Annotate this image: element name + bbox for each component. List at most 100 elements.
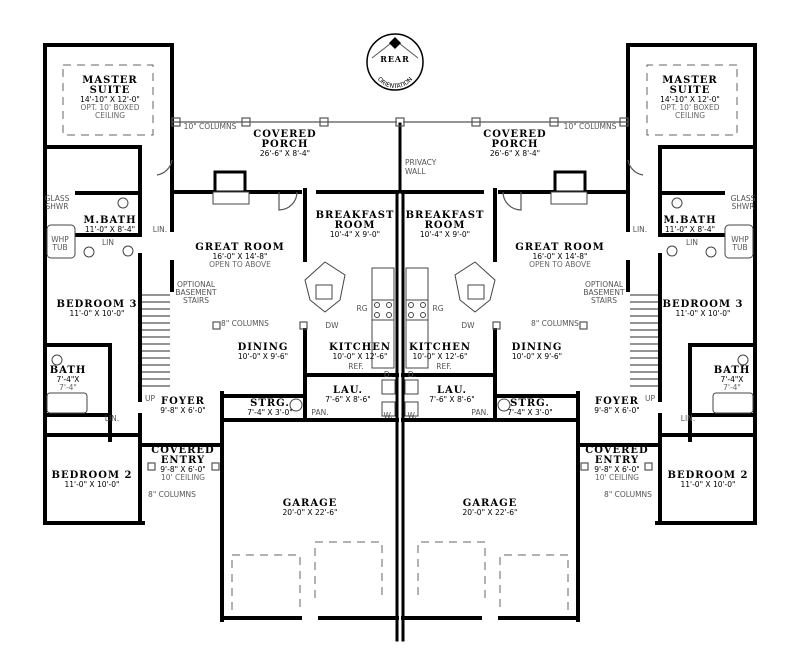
fireplace-icon (553, 170, 587, 194)
garage-door-outline (499, 554, 569, 610)
great-room-dimensions: 16'-0" X 14'-8" (533, 252, 588, 261)
compass-label: REAR (380, 54, 410, 64)
column (299, 321, 308, 330)
garage-door-outline (417, 541, 486, 598)
columns-10-label: 10" COLUMNS (564, 122, 617, 131)
basement-stairs-label: OPTIONAL (177, 280, 216, 289)
whp-tub-label: WHP (51, 235, 69, 244)
bedroom-2-dimensions: 11'-0" X 10'-0" (681, 480, 736, 489)
kitchen-dimensions: 10'-0" X 12'-6" (333, 352, 388, 361)
master-suite-note: CEILING (95, 111, 125, 120)
bath-note: 7'-4" (59, 383, 77, 392)
great-room-name: GREAT ROOM (195, 242, 284, 253)
covered-porch-name: PORCH (492, 139, 539, 150)
storage-dimensions: 7'-4" X 3'-0" (507, 408, 552, 417)
columns-8-great-label: 8" COLUMNS (531, 319, 579, 328)
laundry-dimensions: 7'-6" X 8'-6" (429, 395, 474, 404)
dryer-label: D. (408, 370, 416, 379)
column (147, 462, 156, 471)
glass-shwr-label: GLASS (45, 194, 70, 203)
burner (420, 312, 426, 318)
compass-icon: REAR ORIENTATION (366, 33, 424, 91)
covered-porch-name: PORCH (262, 139, 309, 150)
whp-tub-label: TUB (51, 243, 67, 252)
bedroom-3-name: BEDROOM 3 (663, 299, 744, 310)
washer-label: W. (384, 411, 393, 420)
water-heater-icon (289, 398, 303, 412)
burner (386, 312, 392, 318)
covered-entry-note: 10' CEILING (595, 473, 639, 482)
column (644, 462, 653, 471)
breakfast-room-name: BREAKFAST (316, 210, 395, 221)
burner (408, 312, 414, 318)
covered-entry-dimensions: 9'-8" X 6'-0" (160, 465, 205, 474)
burner (374, 312, 380, 318)
master-suite-note: OPT. 10' BOXED (81, 103, 140, 112)
covered-entry-name: COVERED (585, 445, 648, 456)
m-bath-name: M.BATH (663, 215, 716, 226)
bedroom-2-name: BEDROOM 2 (668, 470, 749, 481)
master-suite-dimensions: 14'-10" X 12'-0" (80, 95, 140, 104)
master-suite-name: MASTER (82, 75, 137, 86)
lin-mbath-label: LIN (102, 238, 114, 247)
foyer-dimensions: 9'-8" X 6'-0" (160, 406, 205, 415)
privacy-wall-label: PRIVACY (405, 158, 437, 167)
column (579, 321, 588, 330)
covered-porch-dimensions: 26'-6" X 8'-4" (490, 149, 540, 158)
column (619, 117, 629, 127)
garage-name: GARAGE (463, 498, 518, 509)
dryer-label: D. (384, 370, 392, 379)
lin-bath-label: LIN. (105, 414, 119, 423)
lin-mbath-label: LIN (686, 238, 698, 247)
wall (626, 43, 757, 149)
foyer-name: FOYER (595, 396, 639, 407)
door-swing (156, 159, 173, 176)
fireplace-icon (213, 170, 247, 194)
bedroom-3-name: BEDROOM 3 (57, 299, 138, 310)
garage-dimensions: 20'-0" X 22'-6" (283, 508, 338, 517)
sink-icon (671, 197, 683, 209)
range-label: RG (432, 304, 443, 313)
great-room-name: GREAT ROOM (515, 242, 604, 253)
garage-door-outline (231, 554, 301, 610)
glass-shwr-label: SHWR (731, 202, 754, 211)
left-unit-walls (43, 43, 399, 622)
covered-entry-note: 10' CEILING (161, 473, 205, 482)
washer-icon (381, 401, 396, 417)
up-label: UP (145, 394, 155, 403)
covered-entry-name: ENTRY (161, 455, 205, 466)
covered-entry-name: ENTRY (595, 455, 639, 466)
laundry-dimensions: 7'-6" X 8'-6" (325, 395, 370, 404)
bath-dimensions: 7'-4"X (57, 375, 80, 384)
laundry-name: LAU. (333, 385, 363, 396)
great-room-note: OPEN TO ABOVE (529, 260, 591, 269)
whirlpool-tub-icon (46, 224, 76, 259)
lin-hall-label: LIN. (633, 225, 647, 234)
covered-porch-name: COVERED (483, 129, 546, 140)
storage-dimensions: 7'-4" X 3'-0" (247, 408, 292, 417)
refrigerator-label: REF. (348, 362, 363, 371)
master-suite-name: SUITE (90, 85, 131, 96)
storage-name: STRG. (510, 398, 550, 409)
whirlpool-tub-icon (724, 224, 754, 259)
toilet-icon (737, 354, 749, 366)
bedroom-3-dimensions: 11'-0" X 10'-0" (70, 309, 125, 318)
bath-name: BATH (714, 365, 751, 376)
column (471, 117, 481, 127)
foyer-dimensions: 9'-8" X 6'-0" (594, 406, 639, 415)
pantry-label: PAN. (311, 408, 328, 417)
burner (420, 302, 426, 308)
whp-tub-label: WHP (731, 235, 749, 244)
glass-shwr-label: SHWR (45, 202, 68, 211)
kitchen-name: KITCHEN (329, 342, 391, 353)
master-suite-name: MASTER (662, 75, 717, 86)
basement-stairs-label: BASEMENT (583, 288, 625, 297)
dishwasher-label: DW (461, 321, 475, 330)
basement-stairs-label: STAIRS (591, 296, 617, 305)
laundry-name: LAU. (437, 385, 467, 396)
center-party-wall (395, 117, 405, 642)
hearth (212, 191, 250, 205)
basement-stairs-label: OPTIONAL (585, 280, 624, 289)
m-bath-dimensions: 11'-0" X 8'-4" (665, 225, 715, 234)
toilet-icon (666, 245, 678, 257)
